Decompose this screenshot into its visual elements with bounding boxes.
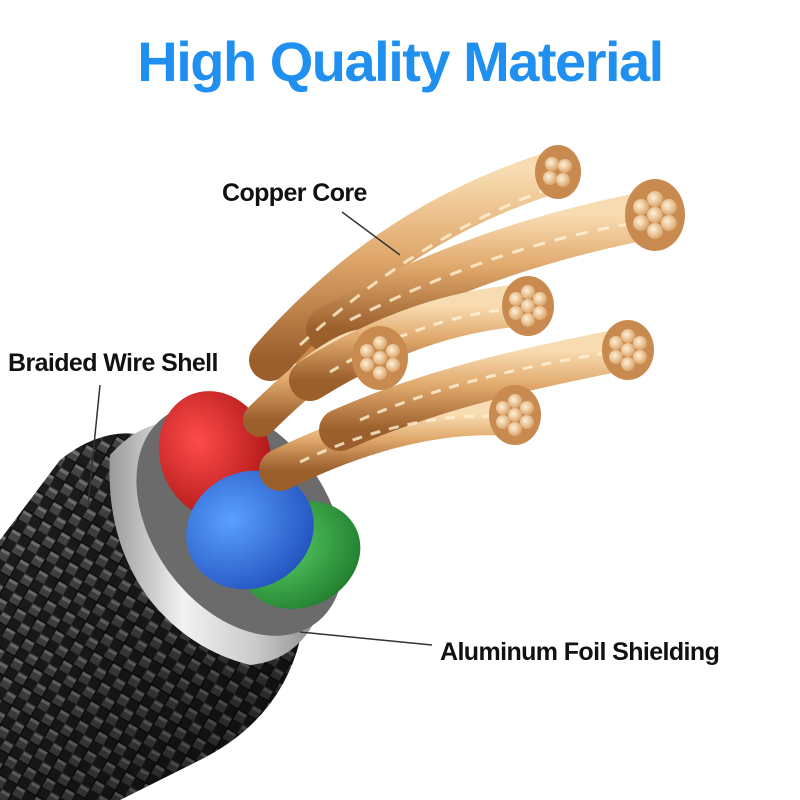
page-title: High Quality Material — [0, 26, 800, 98]
copper-core-label: Copper Core — [222, 178, 367, 208]
braided-wire-shell-label: Braided Wire Shell — [8, 348, 218, 378]
strand-end — [489, 385, 541, 445]
foil-shielding-leader — [300, 632, 432, 645]
strand-end — [535, 145, 581, 199]
aluminum-foil-shielding-label: Aluminum Foil Shielding — [440, 637, 719, 667]
strand-end — [352, 326, 408, 390]
strand-end — [602, 320, 654, 380]
strand-end — [625, 179, 685, 251]
copper-core — [260, 170, 650, 470]
strand-end — [502, 276, 554, 336]
